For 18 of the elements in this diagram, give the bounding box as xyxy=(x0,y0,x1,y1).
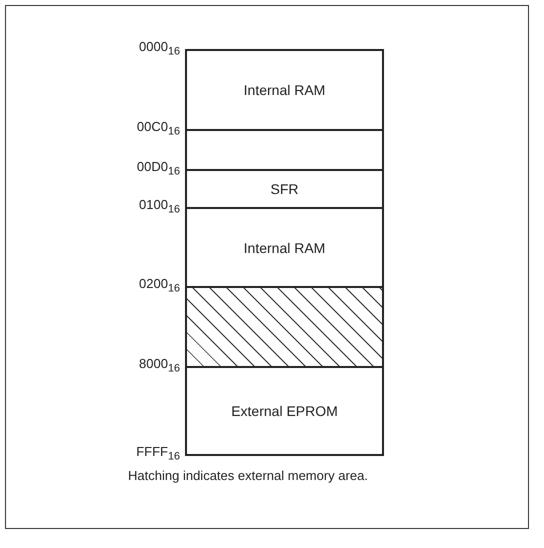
address-label: 0200$_{16}$ xyxy=(139,276,180,294)
address-label: 00D0$_{16}$ xyxy=(136,158,180,178)
memory-segment xyxy=(185,49,384,131)
address-label: 00C0$_{16}$ xyxy=(136,118,180,138)
segment-label: SFR xyxy=(270,181,298,197)
hatched-memory-segment xyxy=(185,286,384,368)
caption-text: Hatching indicates external memory area. xyxy=(128,468,368,483)
memory-segment xyxy=(185,169,384,209)
address-label: 8000$_{16}$ xyxy=(139,356,180,374)
segment-label: External EPROM xyxy=(231,403,338,419)
address-label: FFFF$_{16}$ xyxy=(136,444,180,462)
segment-label: Internal RAM xyxy=(244,82,326,98)
address-label: 0100$_{16}$ xyxy=(139,196,180,216)
address-label: 0000$_{16}$ xyxy=(139,38,180,58)
memory-segment xyxy=(185,366,384,456)
segment-label: Internal RAM xyxy=(244,240,326,256)
memory-segment xyxy=(185,129,384,171)
memory-segment xyxy=(185,207,384,288)
